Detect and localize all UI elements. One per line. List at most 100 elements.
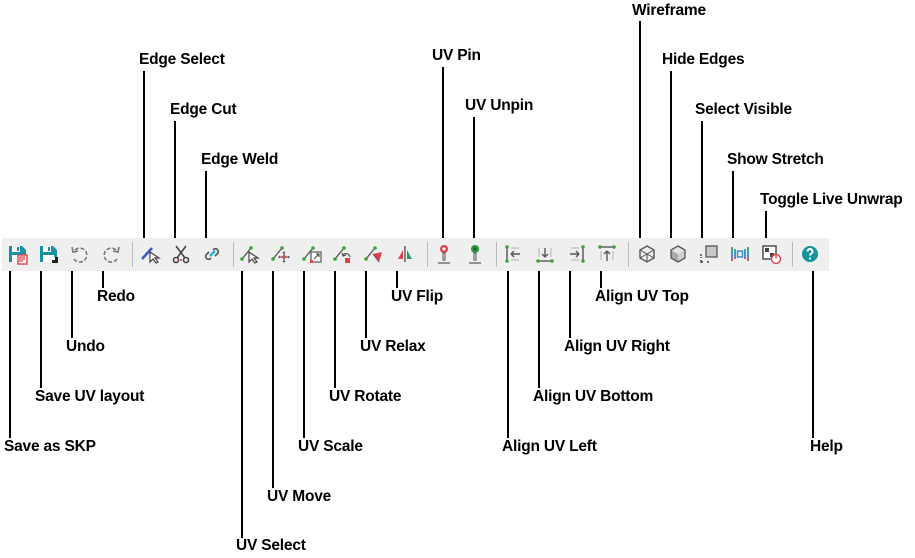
label-uv-flip: UV Flip — [391, 288, 443, 305]
scissors-icon — [172, 245, 190, 264]
uv-flip-icon — [398, 246, 412, 262]
unpin-icon — [469, 245, 481, 264]
label-save-as-skp: Save as SKP — [4, 438, 96, 455]
save-layout-icon — [40, 246, 58, 263]
select-visible-icon — [700, 245, 718, 263]
redo-icon — [103, 246, 120, 263]
label-uv-rotate: UV Rotate — [329, 388, 402, 405]
uv-scale-icon — [302, 246, 322, 263]
leader-line — [205, 171, 207, 238]
label-save-uv-layout: Save UV layout — [35, 388, 145, 405]
leader-line — [9, 271, 11, 438]
uv-relax-icon — [364, 246, 382, 263]
uv-pin-button[interactable] — [430, 240, 458, 268]
align-uv-left-button[interactable] — [500, 240, 528, 268]
help-icon — [802, 246, 818, 262]
toolbar-separator — [233, 242, 234, 267]
leader-line — [812, 271, 814, 438]
label-hide-edges: Hide Edges — [662, 51, 745, 68]
leader-line — [102, 271, 104, 288]
align-left-icon — [505, 245, 520, 263]
uv-move-icon — [271, 246, 290, 263]
redo-button[interactable] — [97, 240, 125, 268]
label-help: Help — [810, 438, 843, 455]
uv-toolbar — [2, 238, 829, 271]
undo-button[interactable] — [66, 240, 94, 268]
label-uv-scale: UV Scale — [298, 438, 363, 455]
label-toggle-live-unwrap: Toggle Live Unwrap — [760, 191, 903, 208]
toggle-live-unwrap-button[interactable] — [757, 240, 785, 268]
align-bottom-icon — [536, 248, 554, 263]
toolbar-separator — [792, 242, 793, 267]
save-uv-layout-button[interactable] — [35, 240, 63, 268]
align-uv-bottom-button[interactable] — [531, 240, 559, 268]
wireframe-button[interactable] — [633, 240, 661, 268]
label-wireframe: Wireframe — [632, 2, 706, 19]
uv-scale-button[interactable] — [298, 240, 326, 268]
uv-rotate-button[interactable] — [329, 240, 357, 268]
hide-edges-button[interactable] — [664, 240, 692, 268]
leader-line — [241, 271, 243, 538]
stretch-icon — [731, 247, 749, 261]
help-button[interactable] — [796, 240, 824, 268]
label-undo: Undo — [66, 338, 105, 355]
label-show-stretch: Show Stretch — [727, 151, 824, 168]
leader-line — [71, 271, 73, 338]
select-visible-button[interactable] — [695, 240, 723, 268]
link-icon — [204, 247, 220, 261]
pin-icon — [438, 245, 450, 264]
leader-line — [670, 71, 672, 238]
label-uv-move: UV Move — [267, 488, 332, 505]
leader-line — [639, 21, 641, 238]
undo-icon — [71, 246, 88, 263]
leader-line — [174, 121, 176, 238]
leader-line — [765, 211, 767, 238]
edge-weld-button[interactable] — [198, 240, 226, 268]
label-redo: Redo — [97, 288, 135, 305]
label-edge-select: Edge Select — [139, 51, 225, 68]
leader-line — [569, 271, 571, 338]
edge-cut-button[interactable] — [167, 240, 195, 268]
leader-line — [365, 271, 367, 338]
label-select-visible: Select Visible — [695, 101, 792, 118]
show-stretch-button[interactable] — [726, 240, 754, 268]
label-edge-cut: Edge Cut — [170, 101, 237, 118]
leader-line — [334, 271, 336, 388]
align-uv-right-button[interactable] — [562, 240, 590, 268]
align-top-icon — [598, 245, 616, 261]
label-uv-unpin: UV Unpin — [465, 97, 534, 114]
align-right-icon — [570, 245, 585, 263]
save-as-skp-button[interactable] — [4, 240, 32, 268]
leader-line — [303, 271, 305, 438]
solid-cube-icon — [670, 245, 686, 263]
label-align-uv-left: Align UV Left — [502, 438, 597, 455]
leader-line — [732, 171, 734, 238]
leader-line — [143, 71, 145, 238]
uv-rotate-icon — [333, 246, 351, 263]
leader-line — [442, 67, 444, 238]
label-align-uv-top: Align UV Top — [595, 288, 689, 305]
live-unwrap-icon — [762, 245, 782, 265]
toolbar-separator — [132, 242, 133, 267]
edge-select-button[interactable] — [136, 240, 164, 268]
align-uv-top-button[interactable] — [593, 240, 621, 268]
leader-line — [396, 271, 398, 288]
toolbar-separator — [496, 242, 497, 267]
leader-line — [701, 121, 703, 238]
uv-select-icon — [240, 246, 260, 264]
uv-select-button[interactable] — [236, 240, 264, 268]
label-align-uv-right: Align UV Right — [564, 338, 670, 355]
leader-line — [507, 271, 509, 438]
uv-relax-button[interactable] — [360, 240, 388, 268]
label-uv-select: UV Select — [236, 537, 306, 554]
wireframe-cube-icon — [639, 245, 655, 263]
label-align-uv-bottom: Align UV Bottom — [533, 388, 654, 405]
toolbar-separator — [427, 242, 428, 267]
edge-select-icon — [141, 247, 161, 264]
leader-line — [473, 117, 475, 238]
uv-flip-button[interactable] — [391, 240, 419, 268]
label-uv-pin: UV Pin — [432, 47, 481, 64]
leader-line — [600, 271, 602, 288]
uv-move-button[interactable] — [267, 240, 295, 268]
uv-unpin-button[interactable] — [461, 240, 489, 268]
